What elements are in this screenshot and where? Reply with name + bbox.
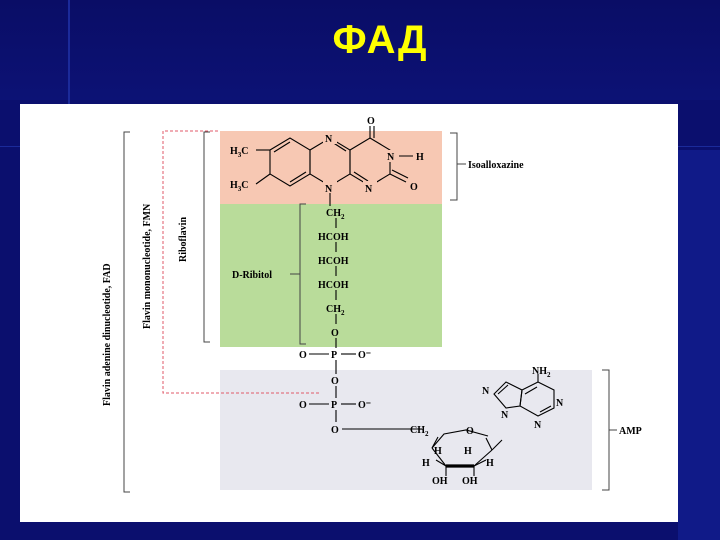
amp-label: AMP: [619, 426, 642, 437]
phosphate-2-p: P: [331, 400, 337, 411]
ribitol-o: O: [331, 328, 339, 339]
phosphate-2-o-bottom: O: [331, 425, 339, 436]
atom-n1: N: [365, 184, 373, 195]
atom-n10: N: [325, 184, 333, 195]
ribose-ring: [431, 429, 503, 476]
slide-title: ФАД: [332, 18, 428, 62]
ribitol-hcoh-2: HCOH: [318, 256, 349, 267]
ribose-h-1: H: [434, 446, 442, 457]
fad-structure-figure: Flavin adenine dinucleotide, FAD Flavin …: [20, 104, 678, 522]
isoalloxazine-bracket: [450, 132, 458, 201]
background-band: [0, 0, 720, 100]
atom-h-n3: H: [416, 152, 424, 163]
ribitol-hcoh-1: HCOH: [318, 232, 349, 243]
ribitol-region: [220, 204, 442, 347]
adenine-n7: N: [482, 386, 490, 397]
ribose-oh-3: OH: [432, 476, 448, 487]
ribose-ch2: CH2: [410, 425, 429, 438]
ribose-h-4: H: [486, 458, 494, 469]
ribose-oh-2: OH: [462, 476, 478, 487]
isoalloxazine-label: Isoalloxazine: [468, 160, 524, 171]
bridge-o: O: [331, 376, 339, 387]
ribitol-hcoh-3: HCOH: [318, 280, 349, 291]
fad-label: Flavin adenine dinucleotide, FAD: [102, 263, 113, 406]
fad-bracket: [123, 131, 130, 493]
diphosphate-bridge: [309, 353, 422, 430]
ribose-h-2: H: [464, 446, 472, 457]
adenine-n3: N: [534, 420, 542, 431]
atom-o2: O: [410, 182, 418, 193]
riboflavin-bracket: [203, 131, 210, 343]
background-band: [678, 150, 720, 540]
adenine-nh2: NH2: [532, 366, 551, 379]
ribose-h-3: H: [422, 458, 430, 469]
phosphate-1-o-minus: O⁻: [358, 350, 371, 361]
riboflavin-label: Riboflavin: [178, 217, 189, 262]
ribitol-ch2-top: CH2: [326, 208, 345, 221]
atom-n3: N: [387, 152, 395, 163]
atom-n5: N: [325, 134, 333, 145]
amp-bracket: [602, 369, 610, 491]
ribose-o: O: [466, 426, 474, 437]
fad-structure-diagram: Flavin adenine dinucleotide, FAD Flavin …: [102, 116, 642, 493]
methyl-8: H3C: [230, 180, 249, 193]
fmn-connector: [162, 130, 320, 394]
phosphate-2-o-left: O: [299, 400, 307, 411]
phosphate-1-p: P: [331, 350, 337, 361]
phosphate-2-o-minus: O⁻: [358, 400, 371, 411]
phosphate-1-o-left: O: [299, 350, 307, 361]
atom-o4: O: [367, 116, 375, 127]
adenine-rings: [493, 374, 555, 417]
adenine-n9: N: [501, 410, 509, 421]
fmn-label: Flavin mononucleotide, FMN: [142, 203, 153, 329]
adenine-n1: N: [556, 398, 564, 409]
background-line: [68, 0, 70, 110]
amp-region: [220, 370, 592, 490]
ribitol-label: D-Ribitol: [232, 270, 272, 281]
ribitol-ch2-bottom: CH2: [326, 304, 345, 317]
methyl-7: H3C: [230, 146, 249, 159]
